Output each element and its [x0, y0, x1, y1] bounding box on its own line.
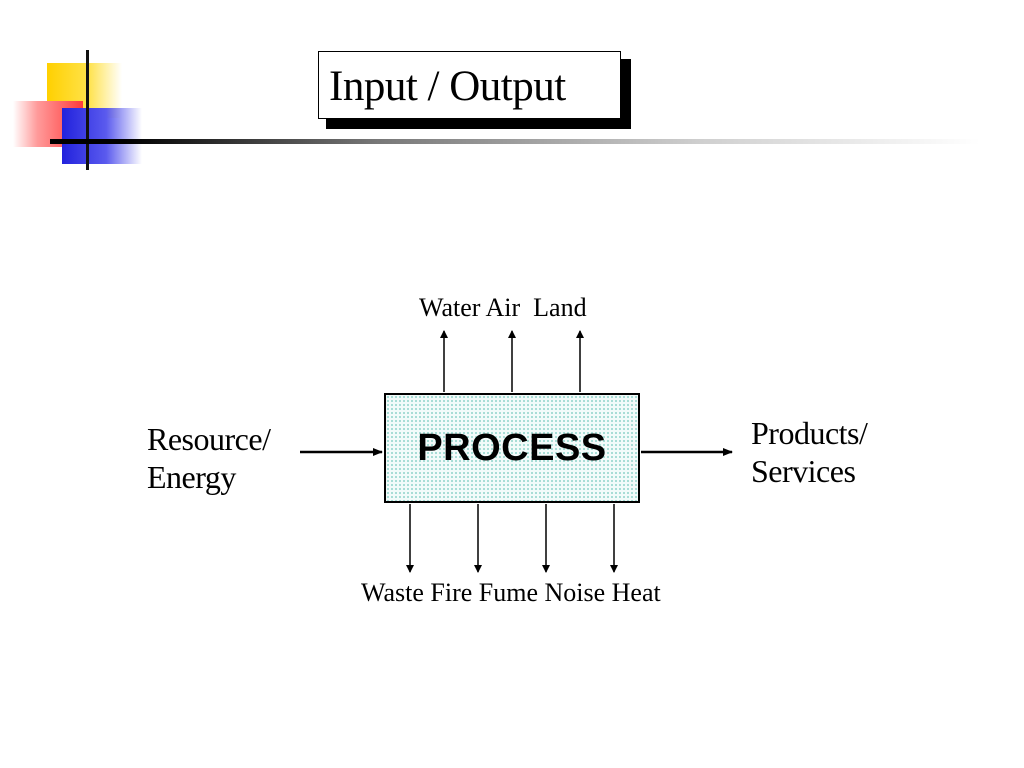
input-label-line-2: Energy	[147, 459, 236, 495]
page-title: Input / Output	[329, 63, 566, 110]
emission-label: Water Air Land	[419, 293, 587, 322]
input-label: Resource/ Energy	[147, 420, 271, 496]
process-label: PROCESS	[417, 426, 607, 469]
output-label-line-1: Products/	[751, 415, 868, 451]
output-label: Products/ Services	[751, 414, 868, 490]
header-rule	[50, 139, 980, 144]
logo-vertical-line	[86, 50, 89, 170]
corner-logo	[0, 0, 180, 180]
logo-blue-square	[62, 108, 142, 164]
output-label-line-2: Services	[751, 453, 856, 489]
input-label-line-1: Resource/	[147, 421, 271, 457]
title-box: Input / Output	[318, 51, 621, 119]
process-box: PROCESS	[384, 393, 640, 503]
waste-label: Waste Fire Fume Noise Heat	[361, 578, 661, 607]
